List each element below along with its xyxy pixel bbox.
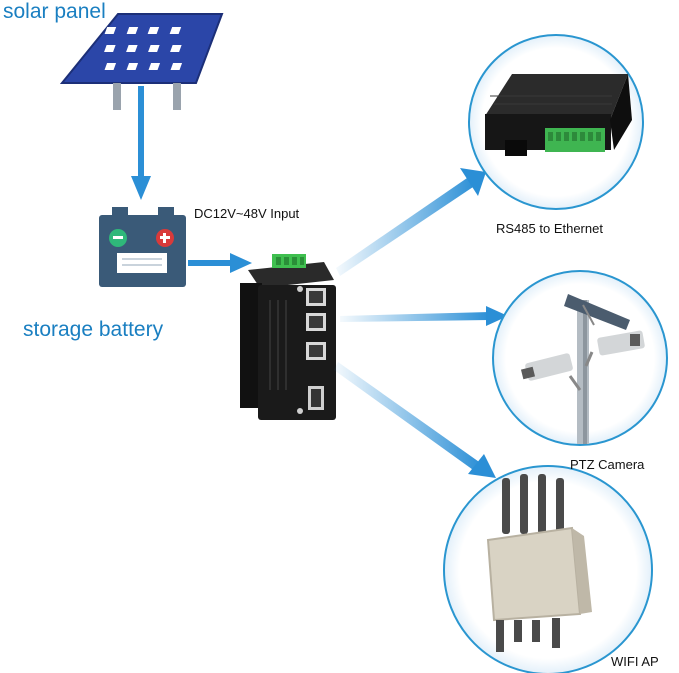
- poe-switch-device: [240, 254, 336, 420]
- ptz-camera-device: [492, 270, 668, 446]
- rs485-converter-device: [468, 34, 644, 210]
- wifi-label: WIFI AP: [611, 654, 659, 669]
- ptz-label: PTZ Camera: [570, 457, 645, 472]
- arrow-solar-to-battery: [131, 86, 151, 200]
- solar-panel-icon: [59, 13, 224, 110]
- arrow-battery-to-switch: [188, 253, 252, 273]
- storage-battery-label: storage battery: [23, 318, 164, 341]
- wifi-ap-device: [443, 465, 653, 673]
- connection-beams: [334, 168, 508, 478]
- battery-icon: [99, 207, 186, 287]
- solar-panel-label: solar panel: [3, 0, 106, 23]
- rs485-label: RS485 to Ethernet: [496, 221, 603, 236]
- input-label: DC12V~48V Input: [194, 206, 300, 221]
